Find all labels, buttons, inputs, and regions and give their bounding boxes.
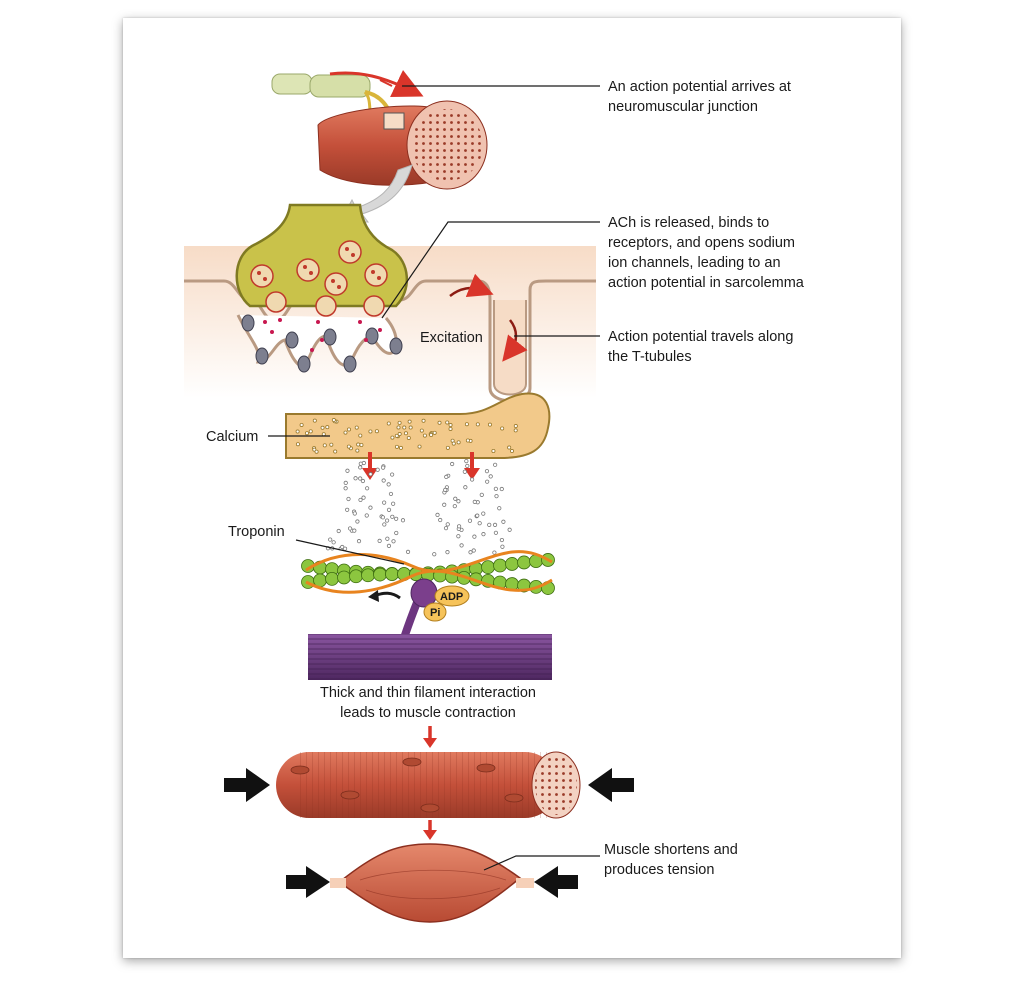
label-step1-line2: neuromuscular junction bbox=[608, 99, 758, 115]
label-calcium: Calcium bbox=[206, 429, 258, 445]
label-step1-line1: An action potential arrives at bbox=[608, 79, 791, 95]
neuromuscular-junction bbox=[184, 203, 596, 403]
leader-lines bbox=[268, 85, 600, 871]
label-step1: An action potential arrives at neuromusc… bbox=[608, 79, 791, 115]
label-step2-line4: action potential in sarcolemma bbox=[608, 275, 805, 291]
label-step3-line1: Action potential travels along bbox=[608, 329, 793, 345]
label-step2: ACh is released, binds to receptors, and… bbox=[608, 215, 805, 291]
label-troponin: Troponin bbox=[228, 524, 285, 540]
label-interaction-line1: Thick and thin filament interaction bbox=[320, 685, 536, 701]
contraction-arrow-2 bbox=[423, 820, 437, 840]
nerve-and-fiber bbox=[271, 69, 488, 223]
label-final-line2: produces tension bbox=[604, 862, 714, 878]
contraction-arrow-1 bbox=[423, 726, 437, 748]
label-interaction-line2: leads to muscle contraction bbox=[340, 705, 516, 721]
label-final-line1: Muscle shortens and bbox=[604, 842, 738, 858]
label-step3: Action potential travels along the T-tub… bbox=[608, 329, 793, 365]
label-step2-line2: receptors, and opens sodium bbox=[608, 235, 795, 251]
label-step3-line2: the T-tubules bbox=[608, 349, 692, 365]
filaments bbox=[301, 550, 555, 680]
label-step2-line1: ACh is released, binds to bbox=[608, 215, 769, 231]
sarcoplasmic-reticulum bbox=[285, 392, 551, 557]
label-pi: Pi bbox=[430, 607, 440, 619]
label-adp: ADP bbox=[440, 591, 463, 603]
label-final: Muscle shortens and produces tension bbox=[604, 842, 738, 878]
label-interaction: Thick and thin filament interaction lead… bbox=[320, 685, 536, 721]
label-step2-line3: ion channels, leading to an bbox=[608, 255, 781, 271]
muscle-belly bbox=[286, 843, 578, 923]
label-excitation: Excitation bbox=[420, 330, 483, 346]
muscle-fiber bbox=[224, 751, 634, 819]
